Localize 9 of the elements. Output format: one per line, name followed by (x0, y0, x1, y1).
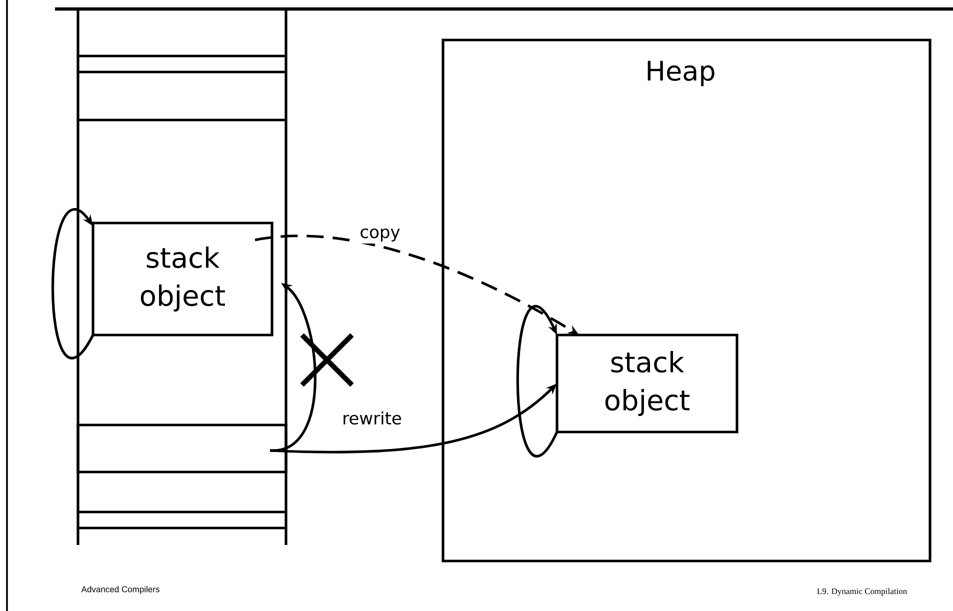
footer-text: L9. Dynamic Compilation (817, 588, 907, 596)
object-box: stack object (556, 334, 738, 434)
stack-slot (76, 424, 288, 474)
object-box: stack object (92, 222, 274, 336)
edge-label: copy (358, 226, 402, 244)
arrow (52, 208, 94, 360)
edge-label: rewrite (340, 409, 404, 427)
arrow (516, 306, 558, 457)
footer-text: Advanced Compilers (81, 586, 160, 594)
